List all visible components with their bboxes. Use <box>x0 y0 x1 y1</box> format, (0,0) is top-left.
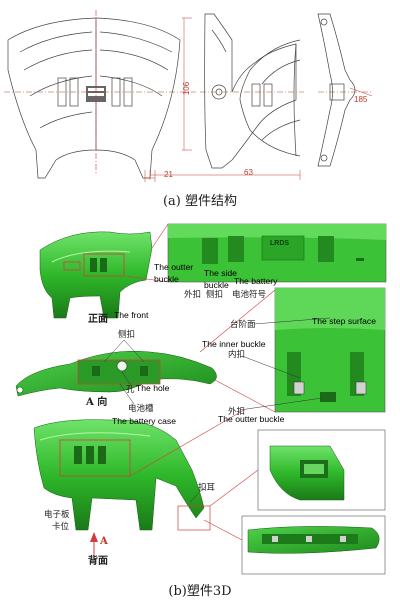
label-en-outer-buckle-1: The outter <box>154 262 194 272</box>
label-en-outer-buckle-b: The outter buckle <box>218 414 285 424</box>
center-line-horizontal <box>4 10 196 175</box>
label-zh-battery-symbol: 电池符号 <box>232 290 267 300</box>
dimension-bottom-width: 63 <box>244 168 253 177</box>
label-zh-hole: 孔 <box>126 385 135 395</box>
battery-symbol-label: LRDS <box>270 240 290 247</box>
label-zh-side-buckle-2: 侧扣 <box>118 330 136 340</box>
caption-top: (a) 塑件结构 <box>162 194 238 209</box>
label-zh-buckle-ear: 扣耳 <box>198 483 216 493</box>
label-zh-direction-a: A 向 <box>86 397 108 408</box>
dimension-lines-left <box>144 17 192 182</box>
label-en-hole: The hole <box>136 383 170 393</box>
label-en-outer-buckle-2: buckle <box>154 274 179 284</box>
label-zh-side-buckle: 侧扣 <box>206 290 224 300</box>
zoom-callout-pcb-slot <box>203 515 386 575</box>
label-en-side-buckle-1: The side <box>204 268 237 278</box>
label-en-step-surface: The step surface <box>312 316 377 326</box>
rear-view-drawing <box>204 13 301 169</box>
zoom-callout-buckle-ear <box>177 429 386 531</box>
label-zh-arrow-a: A <box>100 536 108 547</box>
label-zh-pcb-slot-line2: 卡位 <box>52 522 70 532</box>
dimension-lines-bottom <box>149 170 301 180</box>
label-en-side-buckle-2: buckle <box>204 280 229 290</box>
label-zh-outer-buckle-2: 外扣 <box>228 407 246 417</box>
label-en-battery-case: The battery case <box>112 416 177 426</box>
label-zh-outer-buckle: 外扣 <box>184 290 202 300</box>
leader-lines-middle <box>103 317 331 411</box>
zoom-callout-battery-symbol <box>125 223 387 283</box>
label-zh-back: 背面 <box>88 556 108 567</box>
label-zh-inner-buckle: 内扣 <box>228 350 246 360</box>
dimension-bottom-left: 21 <box>164 170 173 179</box>
label-zh-pcb-slot-line1: 电子板 <box>44 510 70 520</box>
underside-3d-render <box>15 350 217 397</box>
caption-bottom: (b)塑件3D <box>168 584 232 599</box>
dimension-height: 106 <box>182 81 192 96</box>
label-en-battery: The battery <box>234 276 278 286</box>
dimension-right: 185 <box>354 95 368 104</box>
front-view-drawing <box>7 17 181 179</box>
label-en-inner-buckle: The inner buckle <box>202 339 266 349</box>
side-view-drawing <box>317 13 373 167</box>
label-zh-step-surface: 台阶面 <box>230 320 256 330</box>
zoom-callout-inner-buckle <box>199 287 386 413</box>
label-zh-battery-slot: 电池槽 <box>128 404 154 414</box>
back-3d-render <box>33 409 245 560</box>
front-3d-render <box>39 231 153 319</box>
label-zh-front: 正面 <box>88 314 108 325</box>
label-en-front: The front <box>114 310 149 320</box>
